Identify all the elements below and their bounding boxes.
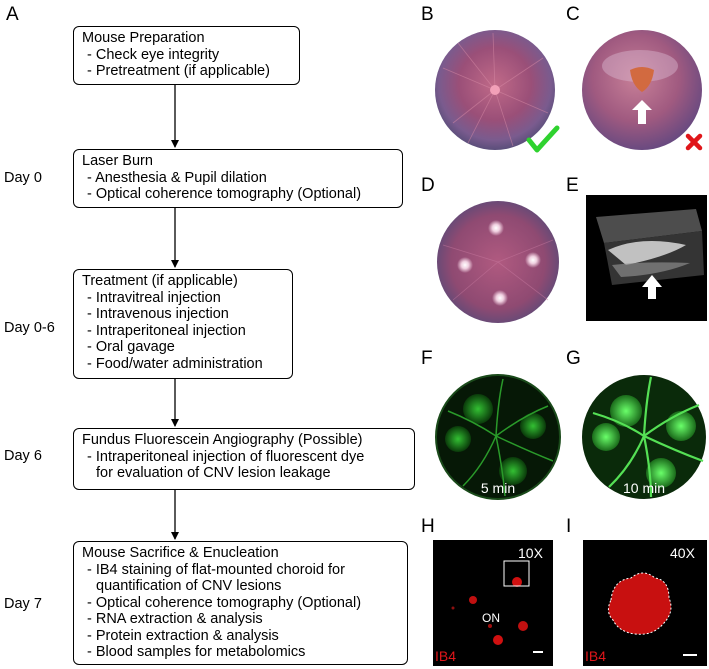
- box-item: - IB4 staining of flat-mounted choroid f…: [82, 562, 401, 595]
- panel-label-d: D: [421, 175, 435, 196]
- box-item-continuation: for evaluation of CNV lesion leakage: [96, 465, 331, 481]
- up-arrow-icon: [642, 275, 662, 299]
- fundus-image-d: [437, 201, 559, 323]
- day-label-0: Day 0: [4, 170, 42, 186]
- box-item: - Check eye integrity: [87, 46, 220, 63]
- box-title: Laser Burn: [82, 153, 153, 169]
- optic-nerve-label: ON: [482, 611, 500, 625]
- magnification-label-i: 40X: [670, 545, 695, 561]
- oct-image-e: [586, 195, 707, 321]
- panel-label-c: C: [566, 4, 580, 25]
- timepoint-label-f: 5 min: [481, 480, 515, 496]
- fundus-image-b: [435, 30, 560, 153]
- panel-label-b: B: [421, 4, 434, 25]
- box-fundus-angiography: Fundus Fluorescein Angiography (Possible…: [73, 428, 415, 490]
- box-treatment: Treatment (if applicable) - Intravitreal…: [73, 269, 293, 379]
- box-item: - Intraperitoneal injection: [87, 322, 246, 339]
- box-item: - Intravitreal injection: [87, 289, 221, 306]
- box-item: - Anesthesia & Pupil dilation: [87, 169, 267, 186]
- box-item: - Optical coherence tomography (Optional…: [87, 186, 362, 202]
- day-label-0-6: Day 0-6: [4, 320, 55, 336]
- ib4-image-h: 10X ON IB4: [433, 540, 553, 666]
- box-item: - Blood samples for metabolomics: [87, 644, 306, 660]
- box-item: - Intravenous injection: [87, 306, 229, 322]
- cross-mark-icon: [685, 133, 703, 151]
- stain-label-i: IB4: [585, 648, 607, 664]
- box-item: - Pretreatment (if applicable): [87, 63, 270, 79]
- box-sacrifice-enucleation: Mouse Sacrifice & Enucleation - IB4 stai…: [73, 541, 408, 665]
- box-item: - Intraperitoneal injection of fluoresce…: [82, 449, 408, 482]
- box-title: Mouse Preparation: [82, 30, 205, 46]
- panel-label-a: A: [6, 4, 19, 25]
- ib4-image-i: 40X IB4: [583, 540, 707, 666]
- check-mark-icon: [526, 125, 560, 153]
- panel-label-i: I: [566, 516, 572, 537]
- panel-label-g: G: [566, 348, 581, 369]
- day-label-7: Day 7: [4, 596, 42, 612]
- panel-label-e: E: [566, 175, 579, 196]
- box-title: Mouse Sacrifice & Enucleation: [82, 545, 279, 561]
- box-item: - RNA extraction & analysis: [87, 611, 263, 627]
- box-item: - Oral gavage: [87, 339, 175, 355]
- up-arrow-icon: [632, 100, 652, 124]
- box-item: - Protein extraction & analysis: [87, 627, 279, 644]
- panel-label-f: F: [421, 348, 433, 369]
- timepoint-label-g: 10 min: [623, 480, 665, 496]
- panel-label-h: H: [421, 516, 435, 537]
- ffa-image-f: 5 min: [435, 374, 561, 500]
- box-title: Fundus Fluorescein Angiography (Possible…: [82, 432, 363, 448]
- zoom-region-box: [503, 560, 530, 587]
- ffa-image-g: 10 min: [582, 375, 706, 499]
- fundus-image-c: [582, 30, 703, 151]
- day-label-6: Day 6: [4, 448, 42, 464]
- box-title: Treatment (if applicable): [82, 273, 238, 289]
- box-laser-burn: Laser Burn - Anesthesia & Pupil dilation…: [73, 149, 403, 208]
- stain-label-h: IB4: [435, 648, 457, 664]
- box-mouse-preparation: Mouse Preparation - Check eye integrity …: [73, 26, 300, 85]
- box-item: - Food/water administration: [87, 355, 263, 372]
- magnification-label-h: 10X: [518, 545, 543, 561]
- box-item-continuation: quantification of CNV lesions: [96, 578, 282, 594]
- box-item: - Optical coherence tomography (Optional…: [87, 594, 362, 611]
